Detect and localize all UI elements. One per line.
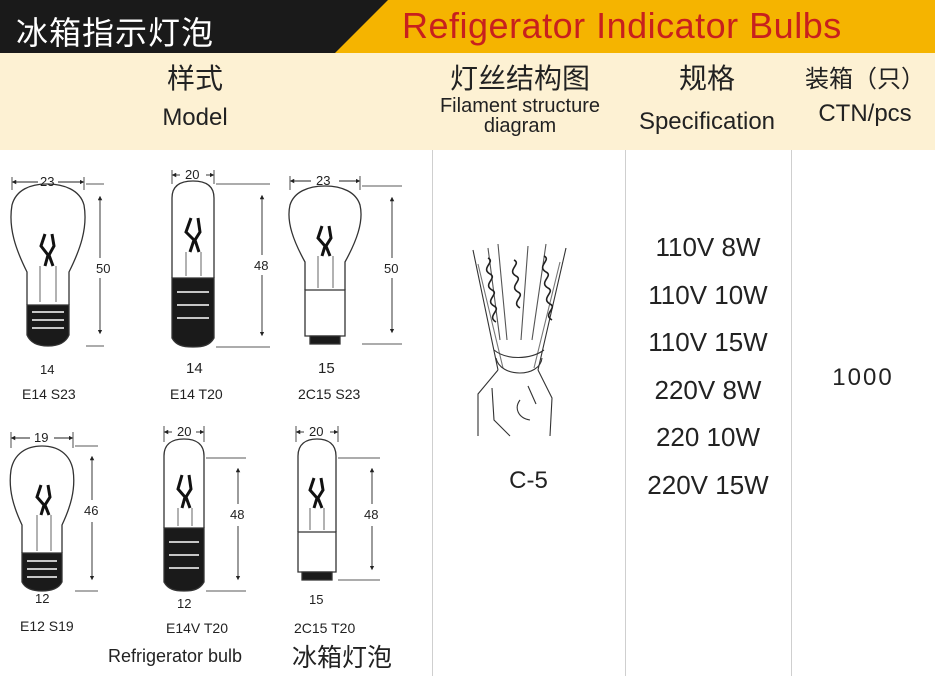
bulb-6-base: 15	[309, 592, 324, 607]
bulb-3-label: 2C15 S23	[298, 386, 361, 402]
header-model: 样式 Model	[95, 62, 295, 132]
column-divider-2	[625, 150, 626, 676]
header-spec-en: Specification	[638, 108, 776, 135]
column-divider-3	[791, 150, 792, 676]
bulb-e14-t20-drawing	[171, 170, 270, 348]
bulb-2-height: 48	[254, 258, 269, 273]
bulb-1-base: 14	[40, 362, 55, 377]
bulb-5-base: 12	[177, 596, 192, 611]
filament-type-label: C-5	[509, 467, 548, 494]
header-filament: 灯丝结构图 Filament structure diagram	[420, 62, 620, 136]
column-divider-1	[432, 150, 433, 676]
bulb-2c15-s23-drawing	[288, 176, 402, 345]
spec-item: 220 10W	[655, 422, 761, 452]
spec-item: 110V 8W	[655, 232, 761, 262]
header-spec: 规格 Specification	[622, 62, 792, 136]
bulb-4-label: E12 S19	[20, 618, 74, 634]
header-spec-cn: 规格	[678, 62, 735, 95]
bulb-6-height: 48	[364, 507, 379, 522]
bulb-3-height: 50	[384, 261, 399, 276]
bulb-1-height: 50	[96, 261, 111, 276]
header-model-en: Model	[162, 104, 228, 131]
header-ctn-cn: 装箱（只）	[805, 65, 925, 93]
bulb-2-base: 14	[186, 360, 203, 377]
title-chinese: 冰箱指示灯泡	[16, 14, 215, 52]
bulb-5-width: 20	[177, 424, 192, 439]
header-filament-en-1: Filament structure	[439, 95, 601, 117]
table-header	[0, 53, 935, 150]
title-dark-panel	[0, 0, 388, 53]
header-filament-en-2: diagram	[483, 115, 557, 137]
bulb-3-width: 23	[316, 173, 331, 188]
bulb-4-width: 19	[34, 430, 49, 445]
header-model-cn: 样式	[166, 62, 223, 95]
spec-item: 110V 10W	[648, 279, 768, 310]
ctn-value: 1000	[832, 364, 894, 391]
footer-caption-en: Refrigerator bulb	[108, 646, 243, 666]
bulb-3-base: 15	[318, 360, 335, 377]
bulb-5-height: 48	[230, 507, 245, 522]
bulb-1-width: 23	[40, 174, 55, 189]
bulb-1-label: E14 S23	[22, 386, 76, 402]
bulb-e14v-t20-drawing	[163, 426, 246, 592]
bulb-e12-s19-drawing	[9, 432, 98, 592]
bulb-2-label: E14 T20	[170, 386, 223, 402]
title-english: Refigerator Indicator Bulbs	[402, 5, 842, 46]
spec-item: 220V 8W	[654, 374, 762, 405]
bulb-2c15-t20-drawing	[295, 426, 380, 581]
bulb-4-base: 12	[35, 591, 50, 606]
header-filament-cn: 灯丝结构图	[449, 62, 590, 95]
bulb-6-label: 2C15 T20	[294, 620, 356, 636]
bulb-2-width: 20	[185, 167, 200, 182]
bulb-5-label: E14V T20	[166, 620, 229, 636]
spec-item: 220V 15W	[647, 469, 769, 500]
specification-list: 110V 8W 110V 10W 110V 15W 220V 8W 220 10…	[625, 224, 791, 509]
filament-diagram	[472, 243, 567, 437]
footer-caption-cn: 冰箱灯泡	[292, 643, 393, 672]
header-ctn: 装箱（只） CTN/pcs	[795, 62, 935, 128]
bulb-4-height: 46	[84, 503, 99, 518]
bulb-e14-s23-drawing	[10, 177, 104, 347]
bulb-6-width: 20	[309, 424, 324, 439]
spec-item: 110V 15W	[648, 327, 768, 357]
header-ctn-en: CTN/pcs	[818, 100, 912, 127]
